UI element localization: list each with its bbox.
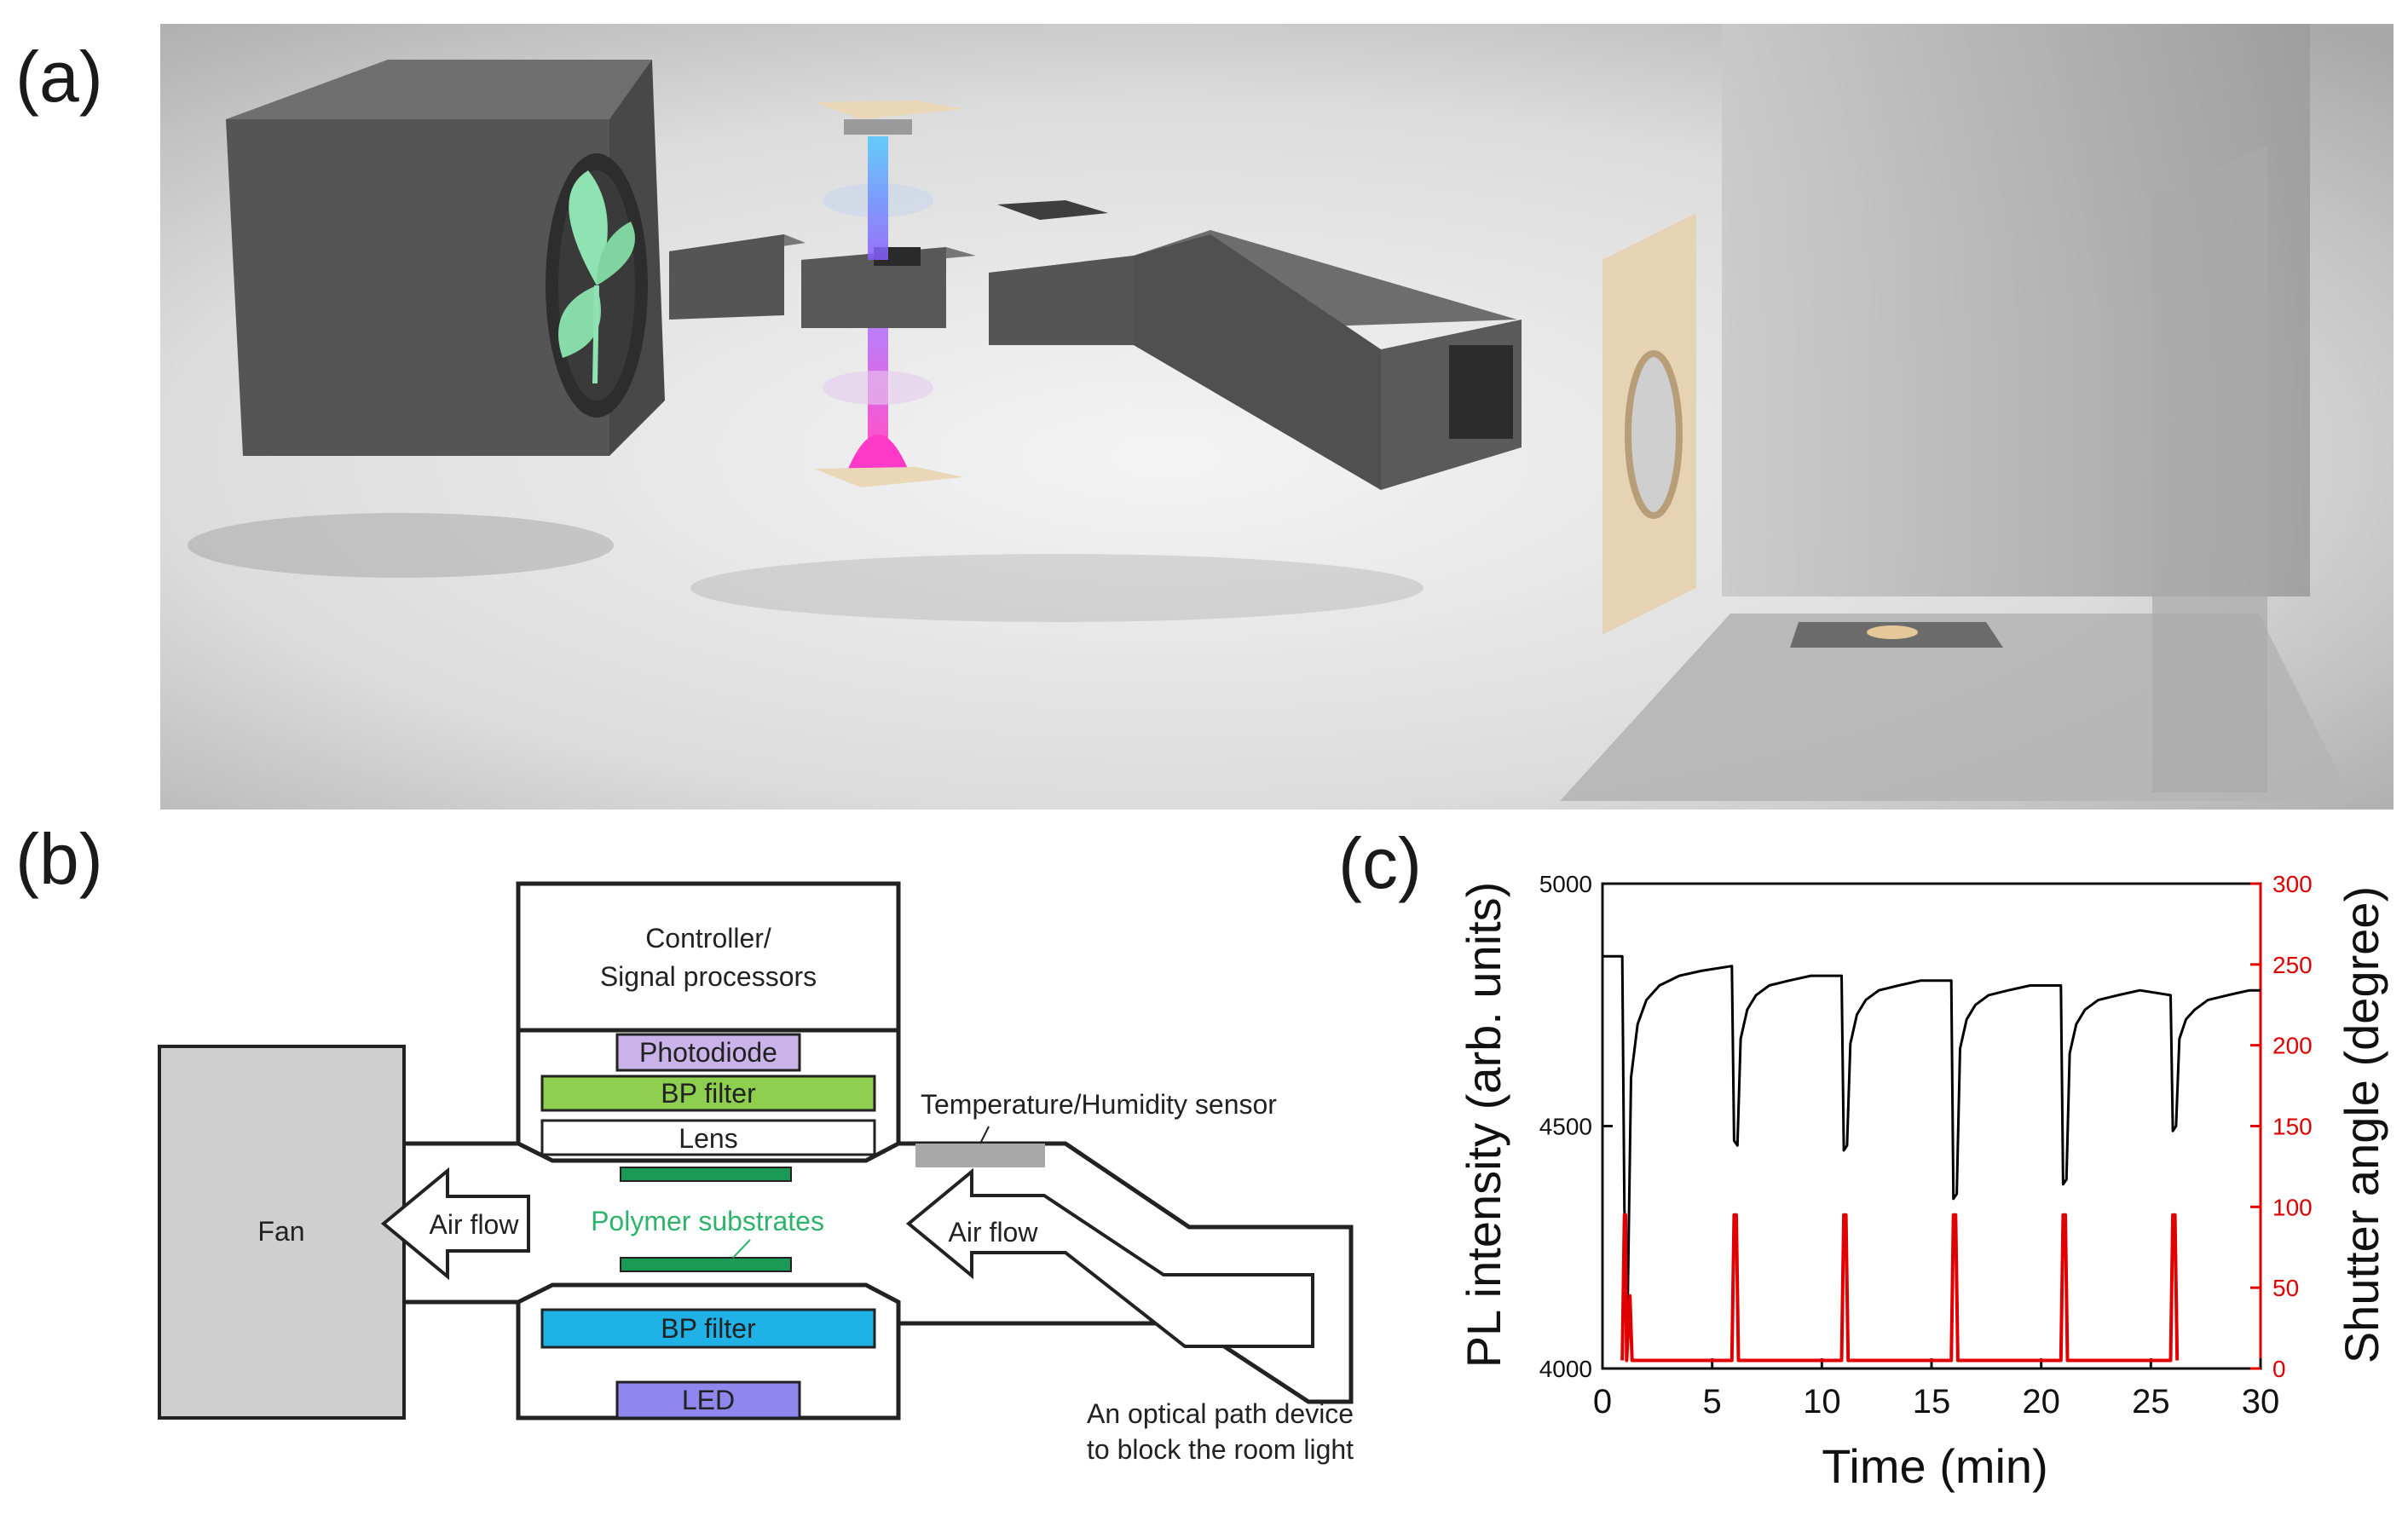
y-tick-right-label: 0	[2272, 1356, 2286, 1382]
bp-filter-bottom-label: BP filter	[661, 1313, 756, 1344]
fan-box	[158, 1045, 406, 1420]
substrate-top	[620, 1167, 792, 1182]
led-box	[615, 1380, 801, 1420]
x-tick-label: 30	[2242, 1383, 2280, 1420]
y-tick-left-label: 4000	[1539, 1356, 1592, 1382]
polymer-substrates-label: Polymer substrates	[591, 1206, 824, 1236]
y-tick-right-label: 150	[2272, 1114, 2313, 1140]
x-tick-label: 15	[1913, 1383, 1951, 1420]
series-shutter-angle	[1620, 1213, 2180, 1363]
y-tick-left-label: 5000	[1539, 871, 1592, 897]
render-illustration	[160, 24, 2394, 810]
bp-filter-bottom	[540, 1308, 876, 1349]
sensor-label: Temperature/Humidity sensor	[921, 1089, 1277, 1120]
duct-walls	[404, 1141, 1354, 1404]
optical-path-label-2: to block the room light	[1087, 1434, 1354, 1465]
substrate-bottom	[620, 1257, 792, 1272]
panel-label-b: (b)	[15, 819, 103, 899]
sensor-box	[915, 1144, 1045, 1167]
optics-stack	[814, 101, 963, 487]
fan-cube	[226, 60, 665, 456]
bp-filter-top-label: BP filter	[661, 1078, 756, 1109]
photodiode-box	[615, 1033, 801, 1072]
optical-path-label-1: An optical path device	[1087, 1398, 1354, 1429]
y-tick-left-label: 4500	[1539, 1114, 1592, 1140]
air-flow-label-left: Air flow	[430, 1209, 520, 1240]
controller-box	[516, 881, 901, 1033]
plot-area	[1601, 882, 2262, 1370]
x-tick-label: 5	[1703, 1383, 1722, 1420]
lens-label: Lens	[679, 1123, 737, 1154]
y-tick-right-label: 300	[2272, 871, 2313, 897]
controller-label-1: Controller/	[645, 923, 771, 954]
controller-label-2: Signal processors	[600, 961, 817, 992]
lens-box	[540, 1119, 876, 1156]
x-tick-label: 10	[1803, 1383, 1841, 1420]
y-tick-right-label: 250	[2272, 952, 2313, 978]
y-tick-right-label: 200	[2272, 1033, 2313, 1059]
x-tick-label: 25	[2132, 1383, 2170, 1420]
x-tick-label: 0	[1593, 1383, 1612, 1420]
detector-plate	[997, 200, 1108, 220]
y-tick-right-label: 100	[2272, 1194, 2313, 1220]
y-axis-label-right: Shutter angle (degree)	[2335, 886, 2388, 1363]
x-axis-label: Time (min)	[1822, 1439, 2047, 1493]
shutter-plate	[1602, 213, 1696, 635]
air-flow-label-right: Air flow	[949, 1217, 1039, 1248]
led-label: LED	[682, 1385, 735, 1415]
central-housing	[516, 1028, 921, 1146]
sensor-chamber	[801, 247, 976, 328]
duct-left	[669, 234, 806, 320]
photodiode-label: Photodiode	[639, 1037, 777, 1068]
x-tick-label: 20	[2022, 1383, 2060, 1420]
panel-label-c: (c)	[1338, 823, 1422, 903]
air-flow-arrow-left	[380, 1167, 530, 1281]
fan-label: Fan	[257, 1216, 304, 1247]
series-pl-intensity	[1602, 954, 2261, 1302]
panel-label-a: (a)	[15, 37, 103, 117]
glass-enclosure	[1560, 24, 2353, 801]
duct-right	[989, 230, 1522, 490]
y-axis-label-left: PL intensity (arb. units)	[1457, 882, 1510, 1369]
air-flow-arrow-right	[905, 1167, 1314, 1348]
y-tick-right-label: 50	[2272, 1275, 2299, 1301]
bp-filter-top	[540, 1075, 876, 1112]
